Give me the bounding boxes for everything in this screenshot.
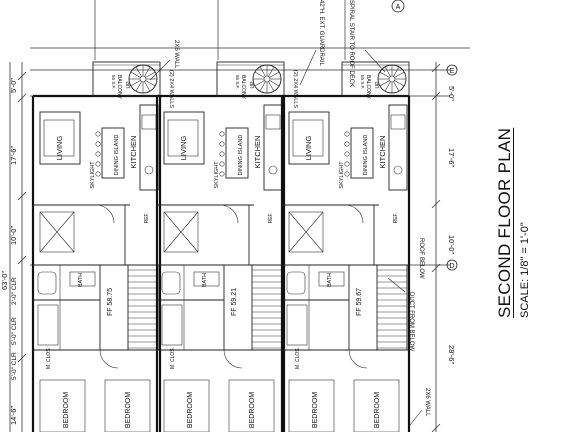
ref-label: REF. xyxy=(144,213,150,224)
up-stair-label: UP xyxy=(375,81,381,89)
balcony-label: BALCONY xyxy=(365,75,371,100)
skylight-label: SKYLIGHT xyxy=(214,161,220,189)
callout-2x6-wall: 2X6 WALL xyxy=(173,40,179,69)
ref-label: REF. xyxy=(268,213,274,224)
balcony-area: 55 S.F. xyxy=(111,75,116,89)
grid-marks: E D A xyxy=(391,0,458,271)
dim-left-1: 5'-0" xyxy=(9,78,18,93)
skylight-label: SKYLIGHT xyxy=(90,161,96,189)
up-stair-label: UP xyxy=(126,81,132,89)
kitchen-label: KITCHEN xyxy=(378,136,387,169)
dim-left-4: 63'-0" xyxy=(0,271,9,290)
dim-left-5: 2'-0" CLR xyxy=(11,277,18,305)
dim-right-2: 17'-6" xyxy=(447,148,456,167)
living-label: LIVING xyxy=(304,136,313,161)
left-dimensions: 5'-0" 17'-6" 10'-0" 63'-0" 2'-0" CLR 5'-… xyxy=(0,78,18,425)
plan-title: SECOND FLOOR PLAN xyxy=(495,127,514,318)
dining-island-label: DINING ISLAND xyxy=(114,135,120,176)
dim-right-3: 10'-0" xyxy=(447,235,456,254)
dining-island-label: DINING ISLAND xyxy=(363,135,369,176)
dim-left-8: 14'-6" xyxy=(9,406,18,425)
ff-elevation-label: FF 59.67 xyxy=(356,288,363,316)
bedroom-b-label: BEDROOM xyxy=(374,392,381,428)
closet-label: M. CLOS. xyxy=(46,347,52,369)
dim-right-4: 28'-6" xyxy=(447,345,456,364)
callout-guardrail: 42"H. EXT. GUARDRAIL xyxy=(318,0,324,66)
dim-left-7: 5'-0" CLR xyxy=(11,352,18,380)
bath-label: BATH xyxy=(327,273,333,287)
closet-label: M. CLOS. xyxy=(170,347,176,369)
dim-right-1: 5'-0" xyxy=(447,86,456,101)
skylight-label: SKYLIGHT xyxy=(339,161,345,189)
ff-elevation-label: FF 58.75 xyxy=(107,288,114,316)
callout-roof-below: ROOF BELOW xyxy=(418,238,424,279)
right-dimension-line xyxy=(431,62,441,432)
balcony-label: BALCONY xyxy=(116,75,122,100)
closet-label: M. CLOS. xyxy=(295,347,301,369)
kitchen-label: KITCHEN xyxy=(129,136,138,169)
callout-spiral-stair: SPIRAL STAIR TO ROOF DECK xyxy=(348,0,354,87)
grid-mark-d: D xyxy=(449,263,454,270)
bath-label: BATH xyxy=(202,273,208,287)
dim-left-3: 10'-0" xyxy=(9,226,18,245)
balcony-area: 55 S.F. xyxy=(360,75,365,89)
living-label: LIVING xyxy=(55,136,64,161)
callout-duct: DUCT FROM BELOW xyxy=(408,292,414,352)
balcony-label: BALCONY xyxy=(240,75,246,100)
left-dimension-line xyxy=(9,62,27,432)
plan-scale: SCALE: 1/8" = 1'-0" xyxy=(519,222,531,318)
bedroom-a-label: BEDROOM xyxy=(63,392,70,428)
up-stair-label: UP xyxy=(250,81,256,89)
callout-2x6-wall-bottom: 2X6 WALL xyxy=(424,388,430,417)
bedroom-b-label: BEDROOM xyxy=(125,392,132,428)
dim-left-2: 17'-6" xyxy=(9,146,18,165)
balcony-area: 55 S.F. xyxy=(235,75,240,89)
living-label: LIVING xyxy=(179,136,188,161)
ff-elevation-label: FF 59.21 xyxy=(231,288,238,316)
walls-label: (2) 2X4 WALLS xyxy=(168,70,174,108)
grid-mark-a: A xyxy=(396,4,401,11)
grid-mark-e: E xyxy=(450,68,455,75)
walls-label: (2) 2X4 WALLS xyxy=(292,70,298,108)
right-dimensions: 5'-0" 17'-6" 10'-0" 28'-6" xyxy=(447,86,456,364)
ref-label: REF. xyxy=(393,213,399,224)
dim-left-6: 5'-0" CLR xyxy=(11,317,18,345)
bedroom-a-label: BEDROOM xyxy=(187,392,194,428)
bedroom-b-label: BEDROOM xyxy=(249,392,256,428)
bath-label: BATH xyxy=(78,273,84,287)
bedroom-a-label: BEDROOM xyxy=(312,392,319,428)
kitchen-label: KITCHEN xyxy=(253,136,262,169)
dining-island-label: DINING ISLAND xyxy=(238,135,244,176)
plan-title-block: SECOND FLOOR PLAN SCALE: 1/8" = 1'-0" xyxy=(495,128,531,318)
callouts: 2X6 WALL 42"H. EXT. GUARDRAIL SPIRAL STA… xyxy=(149,0,430,426)
